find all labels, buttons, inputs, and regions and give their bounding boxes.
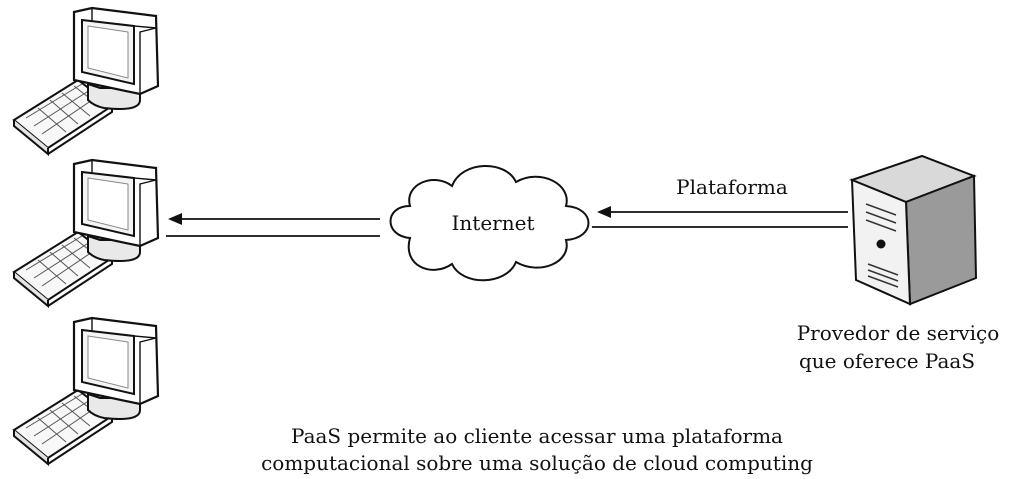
diagram-caption-line2: computacional sobre uma solução de cloud…: [261, 451, 813, 475]
internet-label: Internet: [452, 211, 535, 235]
arrow-label-plataforma: Plataforma: [676, 175, 788, 199]
server-tower: [849, 154, 978, 306]
diagram-caption-line1: PaaS permite ao cliente acessar uma plat…: [291, 424, 783, 448]
internet-cloud: Internet: [389, 165, 590, 282]
arrow-cloud-to-client: [166, 213, 380, 237]
server-caption-line2: que oferece PaaS: [799, 349, 975, 373]
client-computer-3: [12, 316, 160, 466]
client-computer-2: [12, 158, 160, 308]
arrow-server-to-cloud: [592, 206, 848, 228]
server-caption-line1: Provedor de serviço: [797, 321, 1000, 345]
client-computer-1: [12, 6, 160, 156]
power-button-icon: [876, 239, 886, 249]
